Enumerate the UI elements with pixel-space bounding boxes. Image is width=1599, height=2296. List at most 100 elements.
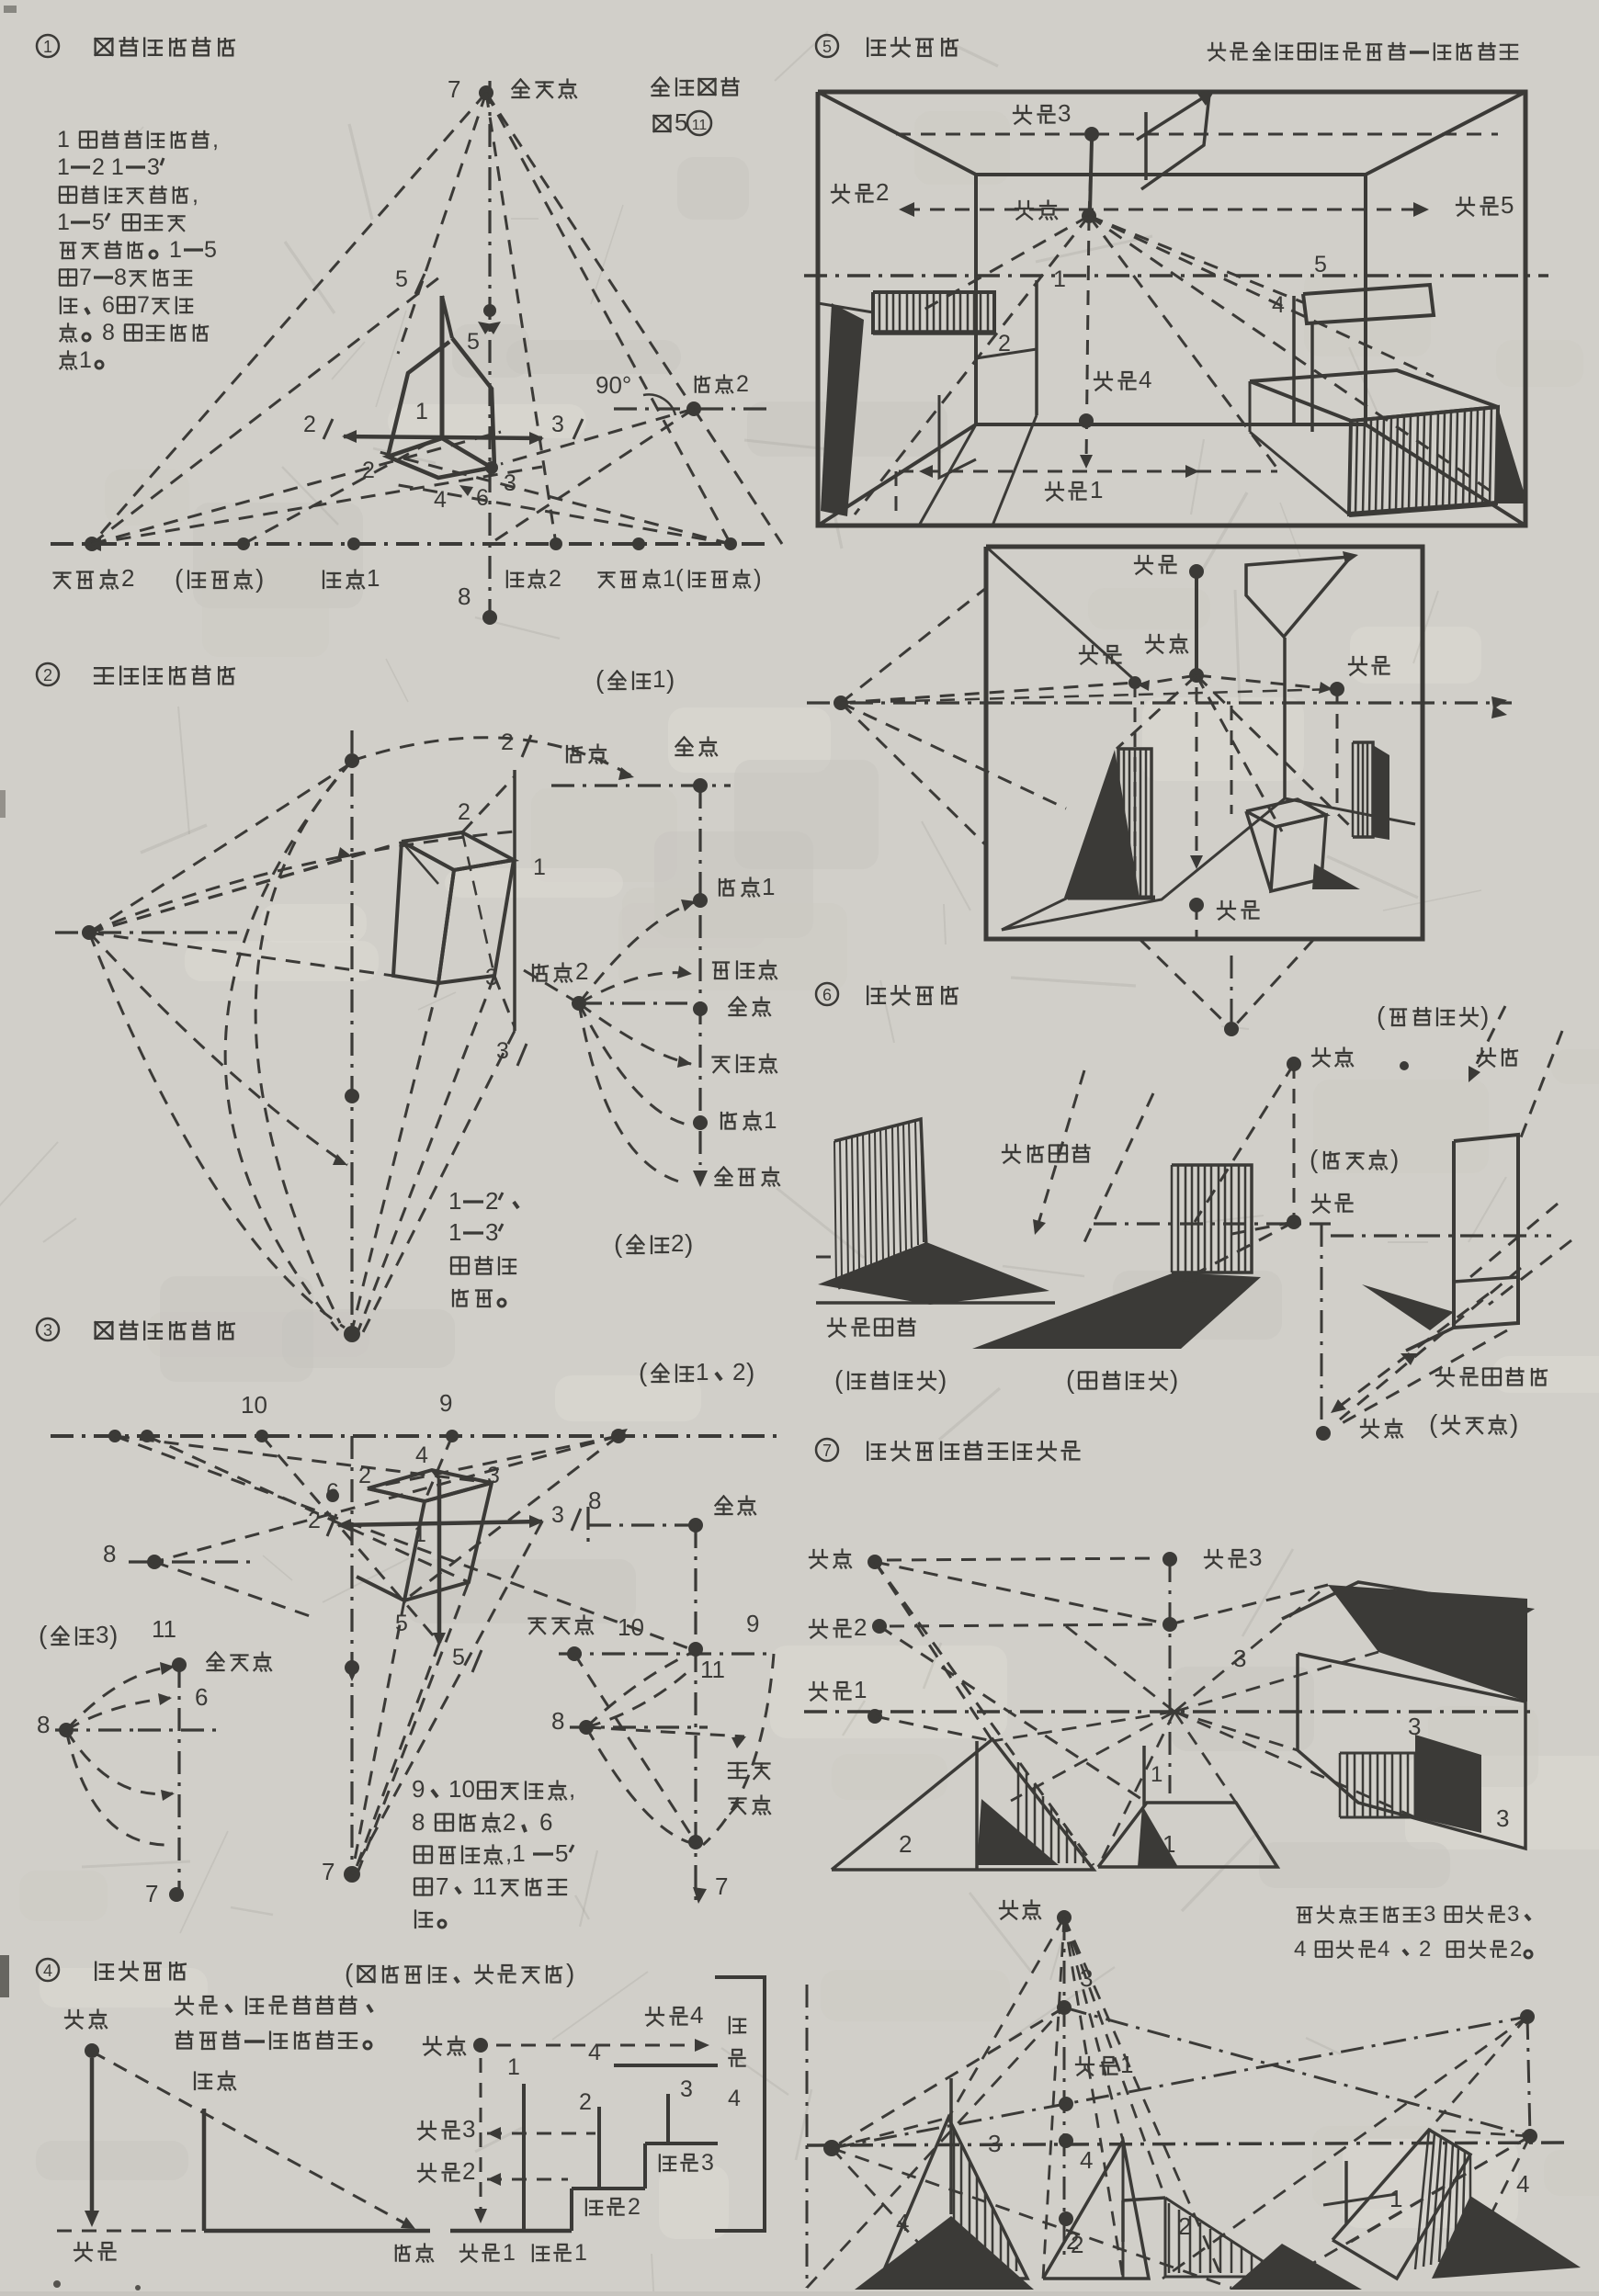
svg-text:(: ( [345, 1959, 354, 1987]
svg-text:7: 7 [715, 1872, 728, 1900]
svg-text:1: 1 [533, 854, 546, 880]
svg-text:3: 3 [1058, 99, 1071, 127]
svg-text:9: 9 [412, 1775, 425, 1803]
svg-text:7: 7 [822, 1442, 832, 1460]
svg-text:4: 4 [1080, 2146, 1093, 2174]
svg-text:10: 10 [448, 1775, 475, 1803]
svg-text:3: 3 [485, 1218, 498, 1246]
svg-text:(: ( [595, 665, 605, 694]
svg-text:7: 7 [436, 1872, 448, 1900]
svg-text:1: 1 [762, 873, 775, 900]
svg-text:2: 2 [303, 412, 316, 437]
svg-text:3: 3 [551, 1502, 564, 1528]
svg-text:1: 1 [507, 2054, 520, 2080]
svg-text:1: 1 [1151, 1762, 1162, 1787]
svg-text:5: 5 [1314, 252, 1327, 277]
svg-text:(: ( [834, 1365, 844, 1394]
svg-text:2: 2 [579, 2089, 592, 2115]
svg-text:(: ( [614, 1229, 623, 1258]
svg-text:5: 5 [675, 108, 687, 136]
svg-text:5: 5 [395, 266, 408, 292]
svg-text:3: 3 [1249, 1544, 1262, 1571]
svg-text:7: 7 [137, 292, 150, 318]
svg-text:): ) [1480, 1001, 1489, 1030]
svg-text:1: 1 [448, 1218, 461, 1246]
svg-text:4: 4 [415, 1442, 428, 1468]
svg-text:5: 5 [555, 1839, 568, 1867]
svg-text:1: 1 [57, 154, 70, 180]
svg-text:4: 4 [43, 1962, 52, 1980]
svg-text:10: 10 [618, 1613, 644, 1641]
svg-text:3: 3 [504, 470, 516, 496]
svg-text:1: 1 [1053, 266, 1066, 292]
svg-text:2: 2 [485, 1187, 498, 1215]
svg-text:1: 1 [663, 566, 675, 592]
svg-text:(: ( [1066, 1365, 1075, 1394]
svg-text:(: ( [1310, 1145, 1319, 1173]
svg-text:4: 4 [728, 2086, 741, 2111]
svg-text:1: 1 [503, 2240, 516, 2266]
svg-text:4: 4 [434, 487, 447, 513]
svg-text:1: 1 [574, 2240, 587, 2266]
svg-text:3: 3 [1496, 1804, 1509, 1832]
svg-text:8: 8 [103, 1540, 116, 1567]
svg-text:3: 3 [551, 412, 564, 437]
svg-text:7: 7 [145, 1880, 158, 1907]
svg-text:): ) [566, 1959, 574, 1987]
svg-text:(: ( [1377, 1001, 1386, 1030]
svg-text:4: 4 [1139, 366, 1151, 393]
svg-text:1: 1 [448, 1187, 461, 1215]
svg-text:9: 9 [746, 1610, 759, 1637]
svg-text:2: 2 [1510, 1937, 1522, 1962]
svg-text:1: 1 [169, 237, 182, 263]
svg-text:8: 8 [37, 1711, 50, 1738]
svg-text:4: 4 [1516, 2170, 1529, 2198]
svg-text:2: 2 [998, 331, 1011, 356]
svg-text:(: ( [675, 564, 684, 592]
svg-text:2: 2 [1419, 1937, 1431, 1962]
svg-text:): ) [1510, 1409, 1518, 1438]
svg-text:2: 2 [1178, 2212, 1191, 2240]
svg-text:2: 2 [121, 564, 134, 592]
svg-text:): ) [1390, 1145, 1399, 1173]
svg-text:(: ( [175, 564, 184, 593]
svg-text:5: 5 [92, 209, 105, 235]
svg-text:2: 2 [736, 371, 749, 397]
svg-text:2: 2 [549, 566, 561, 592]
svg-text:5: 5 [452, 1645, 465, 1670]
svg-text:6: 6 [822, 986, 832, 1004]
svg-text:4: 4 [690, 2001, 703, 2029]
svg-text:1: 1 [43, 38, 52, 56]
svg-text:2: 2 [628, 2194, 641, 2220]
svg-text:2: 2 [503, 1808, 516, 1836]
svg-text:2: 2 [671, 1229, 684, 1257]
svg-text:5: 5 [822, 38, 832, 56]
svg-text:): ) [666, 665, 675, 694]
svg-text:90°: 90° [595, 371, 631, 399]
svg-text:8: 8 [458, 582, 471, 610]
svg-text:2: 2 [462, 2157, 475, 2185]
svg-text:3: 3 [1507, 1902, 1519, 1927]
svg-text:1: 1 [79, 347, 92, 373]
svg-text:6: 6 [195, 1683, 208, 1711]
svg-text:3: 3 [680, 2076, 693, 2102]
svg-text:5: 5 [467, 329, 480, 355]
svg-text:,: , [569, 1775, 575, 1803]
svg-text:4: 4 [588, 2040, 601, 2065]
svg-text:): ) [754, 564, 762, 592]
svg-text:4: 4 [1294, 1937, 1306, 1962]
svg-text:7: 7 [79, 265, 92, 290]
svg-text:11: 11 [152, 1615, 176, 1643]
svg-text:1: 1 [1120, 2051, 1133, 2078]
svg-text:3: 3 [487, 1463, 500, 1488]
svg-text:,1: ,1 [505, 1839, 526, 1867]
svg-text:(: ( [639, 1358, 648, 1386]
svg-text:3: 3 [485, 965, 498, 990]
svg-text:2: 2 [358, 1463, 371, 1488]
svg-text:1: 1 [414, 1521, 426, 1547]
svg-text:2: 2 [876, 178, 889, 206]
svg-text:2 1: 2 1 [92, 154, 124, 180]
svg-text:7: 7 [322, 1858, 335, 1885]
svg-text:8: 8 [114, 265, 127, 290]
svg-text:3: 3 [147, 154, 160, 180]
